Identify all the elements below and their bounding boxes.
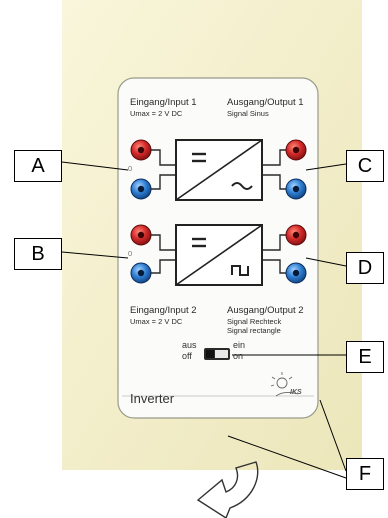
socket-input1-blue[interactable] [130, 178, 152, 200]
callout-f: F [346, 458, 384, 490]
iks-logo-icon [270, 372, 299, 397]
callout-lines [61, 161, 347, 479]
converter-block-square [175, 224, 263, 286]
socket-input2-red[interactable] [130, 224, 152, 246]
callout-b: B [14, 238, 62, 270]
device-name: Inverter [130, 391, 175, 406]
input2-spec: Umax = 2 V DC [130, 317, 183, 326]
converter-block-sine [175, 139, 263, 201]
input2-title: Eingang/Input 2 [130, 305, 197, 316]
sine-symbol-icon [231, 182, 253, 190]
callout-a: A [14, 150, 62, 182]
input2-zero-label: 0 [128, 249, 133, 258]
socket-output2-red[interactable] [285, 224, 307, 246]
switch-off-label-de: aus [182, 340, 197, 350]
dc-symbol-icon [192, 152, 206, 163]
socket-output1-red[interactable] [285, 139, 307, 161]
callout-d: D [346, 252, 384, 284]
input1-title: Eingang/Input 1 [130, 97, 197, 108]
input1-spec: Umax = 2 V DC [130, 109, 183, 118]
socket-input1-red[interactable] [130, 139, 152, 161]
output2-spec-line1: Signal Rechteck [227, 317, 282, 326]
callout-c: C [346, 150, 384, 182]
output1-spec: Signal Sinus [227, 109, 269, 118]
socket-output1-blue[interactable] [285, 178, 307, 200]
switch-on-label-de: ein [233, 340, 246, 350]
power-switch[interactable] [204, 348, 230, 360]
switch-off-label-en: off [182, 351, 192, 361]
input1-zero-label: 0 [128, 164, 133, 173]
callout-e: E [346, 341, 384, 373]
output2-spec-line2: Signal rectangle [227, 326, 281, 335]
switch-on-label-en: on [233, 351, 244, 361]
output1-title: Ausgang/Output 1 [227, 97, 304, 108]
socket-output2-blue[interactable] [285, 262, 307, 284]
iks-logo-text: IKS [290, 389, 302, 396]
curved-arrow-icon [196, 461, 259, 518]
dc-symbol-icon [192, 237, 206, 248]
socket-input2-blue[interactable] [130, 262, 152, 284]
output2-title: Ausgang/Output 2 [227, 305, 304, 316]
square-wave-symbol-icon [231, 265, 249, 276]
